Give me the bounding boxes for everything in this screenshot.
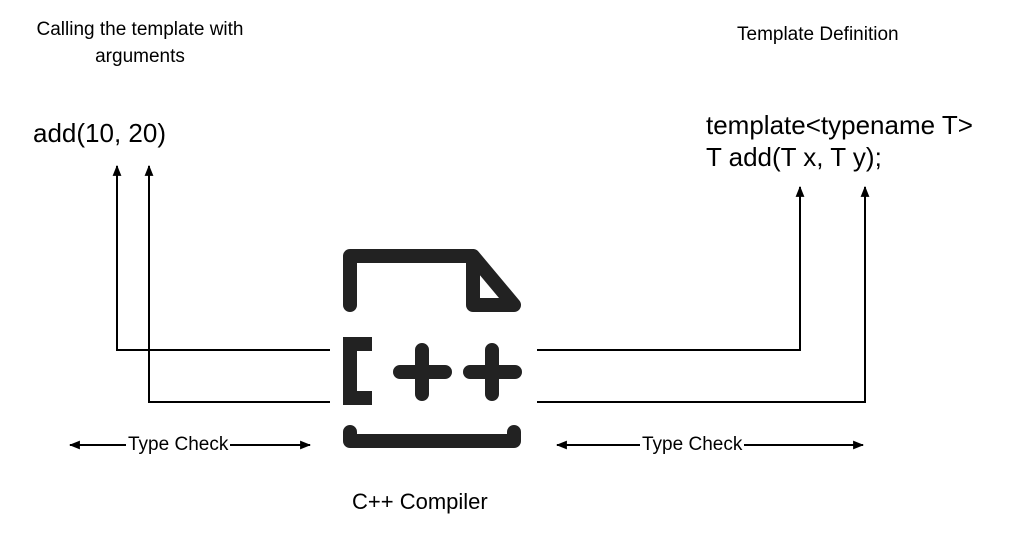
definition-side-heading: Template Definition: [737, 24, 899, 45]
def-param1-connector: [537, 185, 805, 351]
type-check-left-label: Type Check: [126, 434, 231, 456]
call-expression: add(10, 20): [33, 118, 166, 148]
function-signature-line: T add(T x, T y);: [706, 142, 882, 172]
type-check-right-label: Type Check: [640, 434, 745, 456]
cpp-file-icon: [343, 249, 522, 448]
compiler-label: C++ Compiler: [352, 489, 488, 514]
call-side-heading: Calling the template with arguments: [36, 19, 244, 67]
call-arg1-connector: [112, 164, 330, 351]
call-arg2-connector: [144, 164, 330, 403]
def-param2-connector: [537, 185, 870, 403]
template-declaration-line: template<typename T>: [706, 110, 973, 140]
